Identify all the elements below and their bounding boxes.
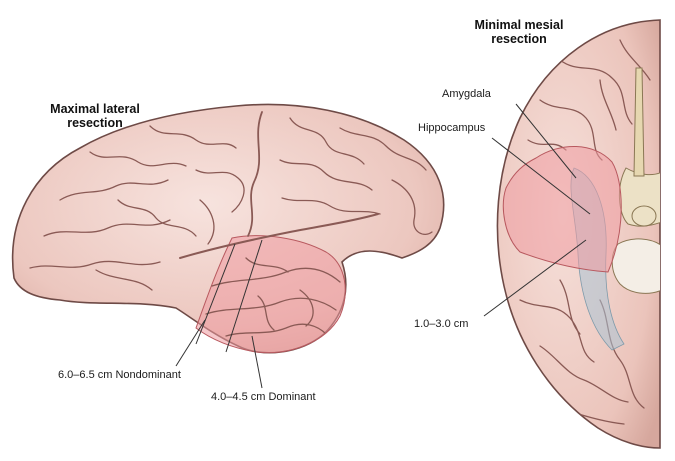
lateral-title: Maximal lateral resection bbox=[30, 102, 160, 130]
pituitary-stalk bbox=[633, 67, 645, 177]
mesial-title: Minimal mesial resection bbox=[454, 18, 584, 46]
lateral-gyri bbox=[29, 111, 433, 337]
amygdala-leader-line bbox=[515, 103, 577, 179]
lateral-title-line1: Maximal lateral bbox=[50, 102, 140, 116]
dominant-boundary-line bbox=[225, 239, 263, 353]
mesial-title-line1: Minimal mesial bbox=[474, 18, 564, 32]
label-extent: 1.0–3.0 cm bbox=[414, 318, 469, 330]
midbrain-section bbox=[611, 238, 660, 294]
label-dominant: 4.0–4.5 cm Dominant bbox=[211, 391, 316, 403]
lateral-brain bbox=[11, 103, 445, 389]
nondominant-leader-line bbox=[175, 319, 206, 367]
mesial-details bbox=[502, 39, 660, 425]
mesial-title-line2: resection bbox=[491, 32, 547, 46]
lateral-title-line2: resection bbox=[67, 116, 123, 130]
mammillary-body bbox=[631, 205, 657, 227]
hippocampus-leader-line bbox=[491, 137, 591, 215]
mesial-brain bbox=[483, 19, 661, 449]
label-hippocampus: Hippocampus bbox=[418, 122, 486, 134]
dominant-leader-line bbox=[251, 335, 263, 389]
nondominant-boundary-line bbox=[195, 243, 236, 345]
label-nondominant: 6.0–6.5 cm Nondominant bbox=[58, 369, 181, 381]
mesial-resection-region bbox=[502, 146, 622, 273]
label-amygdala: Amygdala bbox=[442, 88, 491, 100]
extent-leader-line bbox=[483, 239, 587, 317]
